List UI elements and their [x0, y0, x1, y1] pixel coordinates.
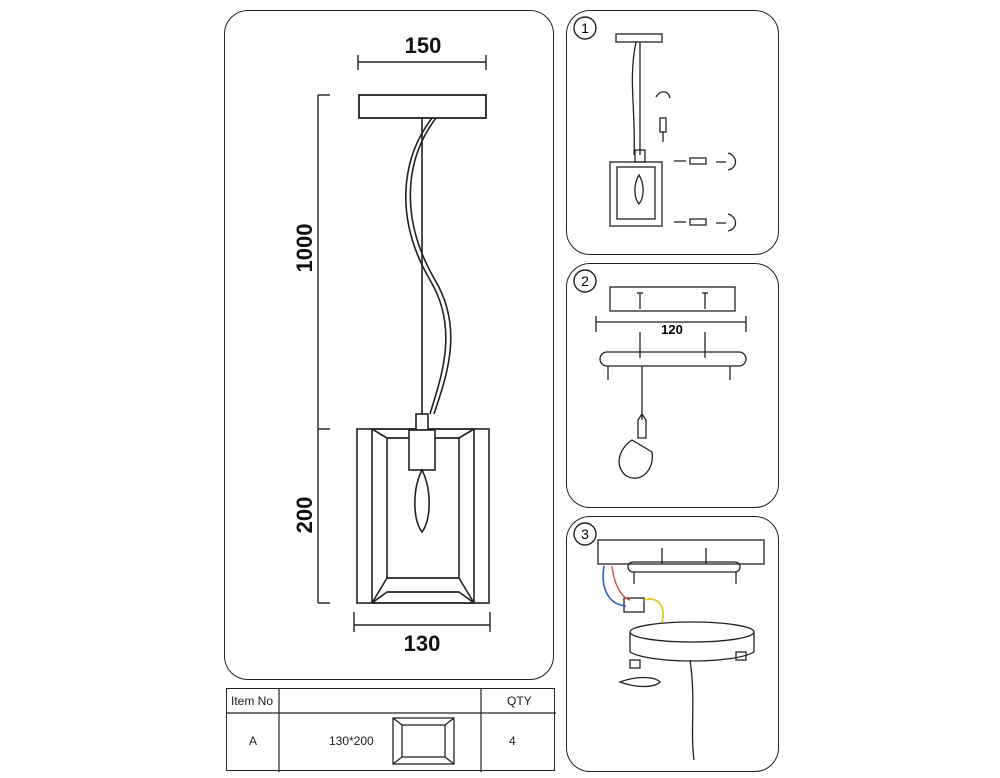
step-2-dim-label: 120 [661, 322, 683, 337]
step-2-panel [566, 263, 779, 508]
main-dimension-panel [224, 10, 554, 680]
header-qty: QTY [507, 694, 532, 708]
table-grid [227, 689, 556, 772]
blue-wire [602, 565, 627, 607]
row-qty: 4 [509, 734, 516, 748]
bottom-width-dimension [353, 612, 491, 632]
candle-bulb [414, 468, 430, 534]
step-3-panel [566, 516, 779, 772]
step-3-number: 3 [581, 526, 589, 542]
header-item-no: Item No [231, 694, 274, 708]
step-1-panel [566, 10, 779, 255]
step-1-badge [573, 16, 597, 40]
dim-height-shade-label: 200 [292, 497, 317, 534]
step-1-number: 1 [581, 20, 589, 36]
dim-height-total-label: 1000 [292, 224, 317, 273]
red-wire [611, 565, 631, 601]
step-2-badge [573, 269, 597, 293]
row-size: 130*200 [329, 734, 374, 748]
dim-top-label: 150 [405, 33, 442, 58]
yellow-wire [643, 598, 665, 623]
small-shade-icon [392, 717, 455, 765]
step-2-number: 2 [581, 273, 589, 289]
dim-bottom-label: 130 [404, 631, 441, 656]
lamp-socket [408, 413, 436, 471]
cable [405, 117, 452, 415]
row-item: A [249, 734, 258, 748]
parts-table: Item No QTY A 130*200 4 [226, 688, 556, 772]
top-width-dimension [357, 55, 487, 70]
step-3-badge [573, 522, 597, 546]
height-dimension [317, 94, 330, 604]
